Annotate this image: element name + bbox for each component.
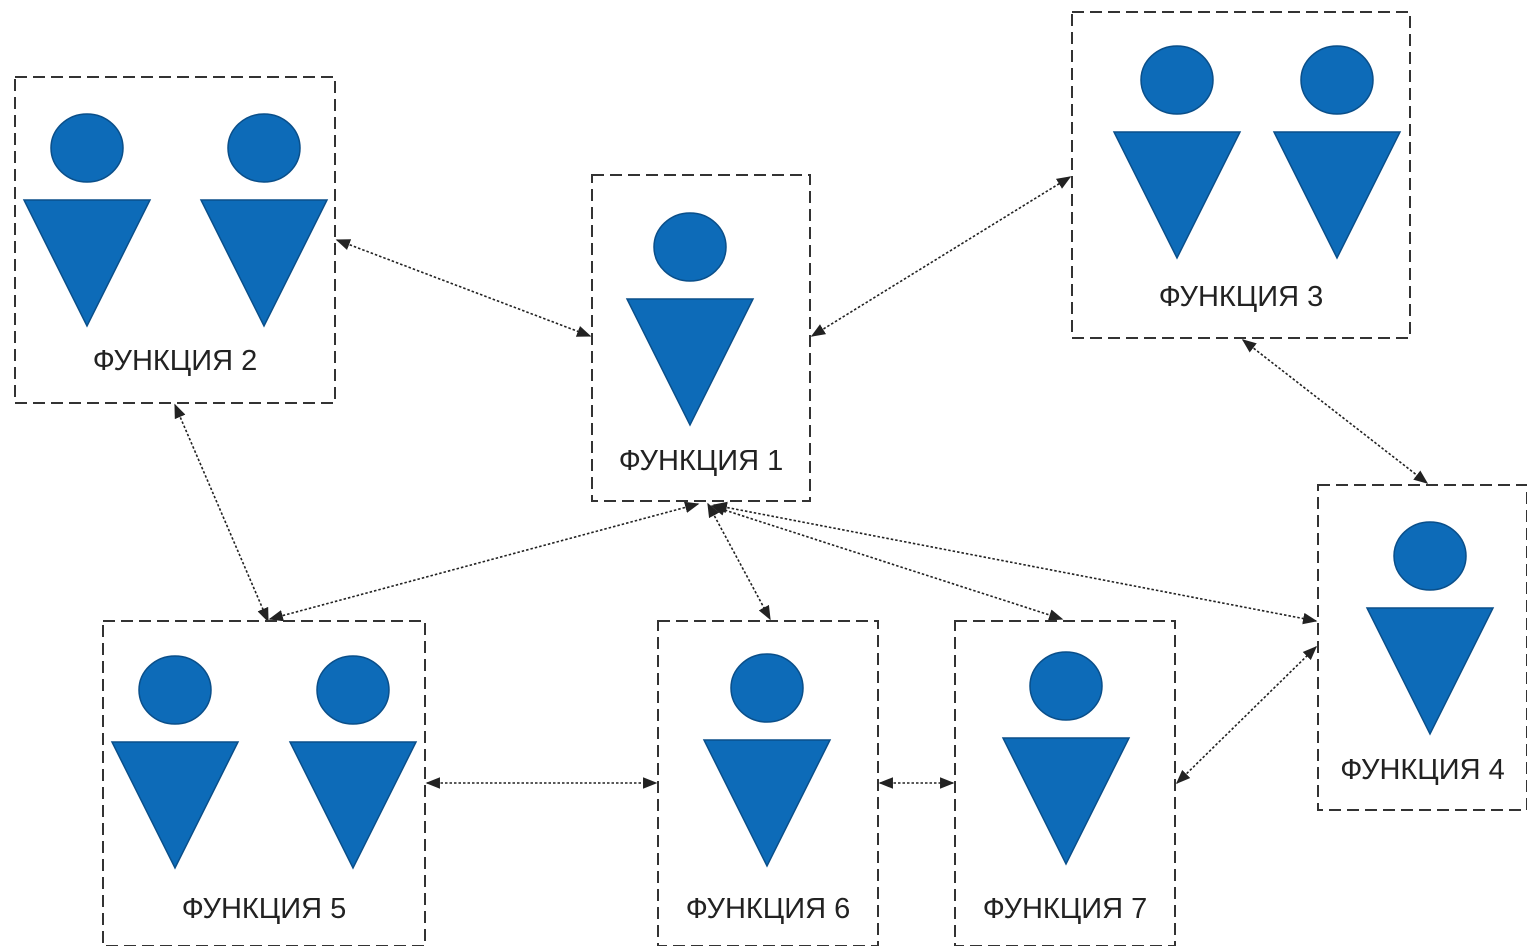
person-icon [625, 212, 755, 427]
person-icon [199, 113, 329, 328]
function-label: ФУНКЦИЯ 4 [1340, 754, 1504, 786]
function-box-f3: ФУНКЦИЯ 3 [1071, 11, 1411, 339]
connections-layer [174, 176, 1429, 789]
person-icon [110, 655, 240, 870]
function-box-f7: ФУНКЦИЯ 7 [954, 620, 1176, 946]
function-box-f4: ФУНКЦИЯ 4 [1317, 484, 1527, 811]
connector-f1-f7 [710, 504, 1064, 621]
connector-f1-f4 [712, 501, 1318, 625]
function-box-f1: ФУНКЦИЯ 1 [591, 174, 811, 502]
connector-f2-f5 [174, 403, 269, 623]
person-icon [22, 113, 152, 328]
function-label: ФУНКЦИЯ 5 [182, 893, 346, 925]
function-box-f5: ФУНКЦИЯ 5 [102, 620, 426, 946]
connector-f3-f4 [1241, 339, 1429, 484]
function-label: ФУНКЦИЯ 7 [983, 893, 1147, 925]
connector-f1-f5 [268, 501, 700, 622]
functions-layer: ФУНКЦИЯ 1 ФУНКЦИЯ 2 ФУНКЦИЯ 3 ФУНКЦИЯ 4 ФУНК… [14, 11, 1527, 946]
function-label: ФУНКЦИЯ 2 [93, 345, 257, 377]
function-label: ФУНКЦИЯ 3 [1159, 281, 1323, 313]
function-label: ФУНКЦИЯ 6 [686, 893, 850, 925]
person-icon [1112, 45, 1242, 260]
person-icon [1272, 45, 1402, 260]
function-box-f6: ФУНКЦИЯ 6 [657, 620, 879, 946]
connector-f1-f3 [810, 176, 1072, 337]
person-icon [1365, 521, 1495, 736]
person-icon [1001, 651, 1131, 866]
connector-f7-f4 [1175, 645, 1318, 785]
connector-f2-f1 [335, 239, 592, 337]
function-box-f2: ФУНКЦИЯ 2 [14, 76, 336, 404]
person-icon [702, 653, 832, 868]
person-icon [288, 655, 418, 870]
function-label: ФУНКЦИЯ 1 [619, 445, 783, 477]
